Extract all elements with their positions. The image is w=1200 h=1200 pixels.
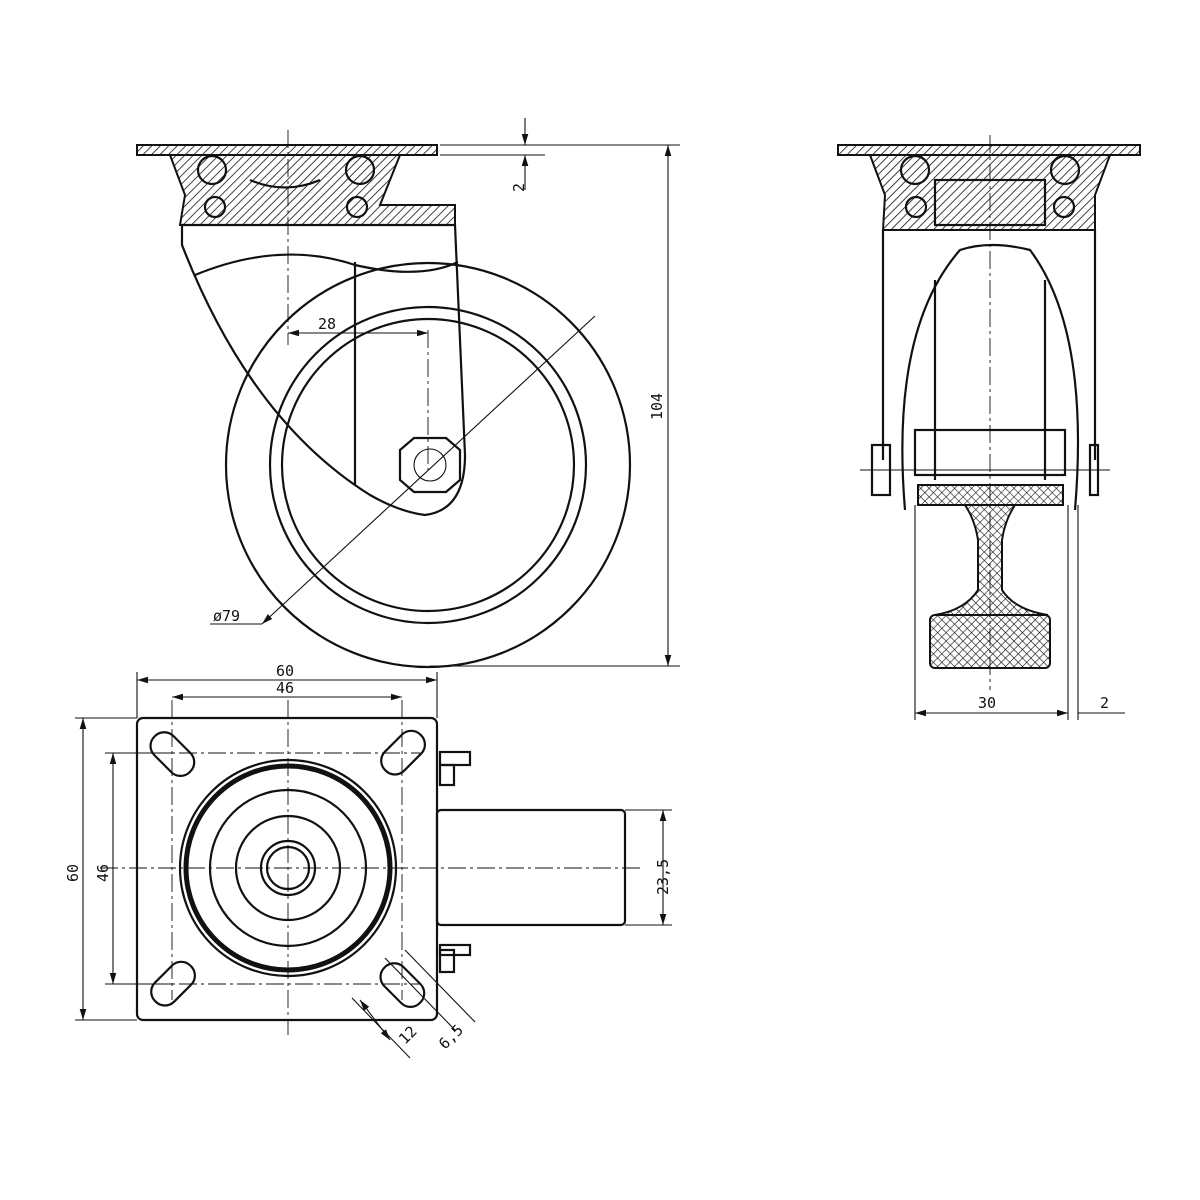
dim-plate-height: 60 xyxy=(64,864,82,882)
fork-bow xyxy=(901,243,1080,511)
dim-slot-width: 6,5 xyxy=(435,1021,467,1053)
bearing-housing xyxy=(168,154,456,226)
dim-offset: 28 xyxy=(318,315,336,333)
swivel-tab xyxy=(435,808,627,927)
wheel-web-section xyxy=(934,504,1049,616)
top-view: 60 46 60 46 23,5 12 6,5 xyxy=(64,662,672,1059)
dim-wheel-width: 30 xyxy=(978,694,996,712)
fork-bend xyxy=(194,253,459,277)
dim-slot-length: 12 xyxy=(395,1022,421,1048)
wheel-hub xyxy=(933,280,1047,480)
dim-hole-spacing-x: 46 xyxy=(276,679,294,697)
axle xyxy=(413,448,447,482)
top-plate xyxy=(837,144,1141,156)
fork xyxy=(180,223,467,517)
side-view: 2 28 104 ø79 xyxy=(136,118,680,669)
dim-hole-spacing-y: 46 xyxy=(94,864,112,882)
ball-bearing xyxy=(344,154,376,186)
ball-bearing xyxy=(196,154,228,186)
wheel-hub-section xyxy=(917,484,1064,506)
wheel-tire xyxy=(224,261,632,669)
dim-tab-width: 23,5 xyxy=(654,859,672,895)
mounting-slots xyxy=(149,729,426,1008)
dim-height: 104 xyxy=(648,393,666,420)
wheel-rim-inner xyxy=(280,317,576,613)
dim-wheel-diameter: ø79 xyxy=(213,607,240,625)
top-plate xyxy=(136,144,438,156)
kingpin-dish xyxy=(249,178,321,189)
dim-gap: 2 xyxy=(1100,694,1109,712)
axle-nut xyxy=(398,436,462,494)
front-view: 30 2 xyxy=(837,135,1141,720)
dim-plate-width: 60 xyxy=(276,662,294,680)
ball-bearing xyxy=(345,195,369,219)
wheel-rim xyxy=(268,305,588,625)
ball-bearing xyxy=(203,195,227,219)
dim-plate-thickness: 2 xyxy=(510,183,528,192)
